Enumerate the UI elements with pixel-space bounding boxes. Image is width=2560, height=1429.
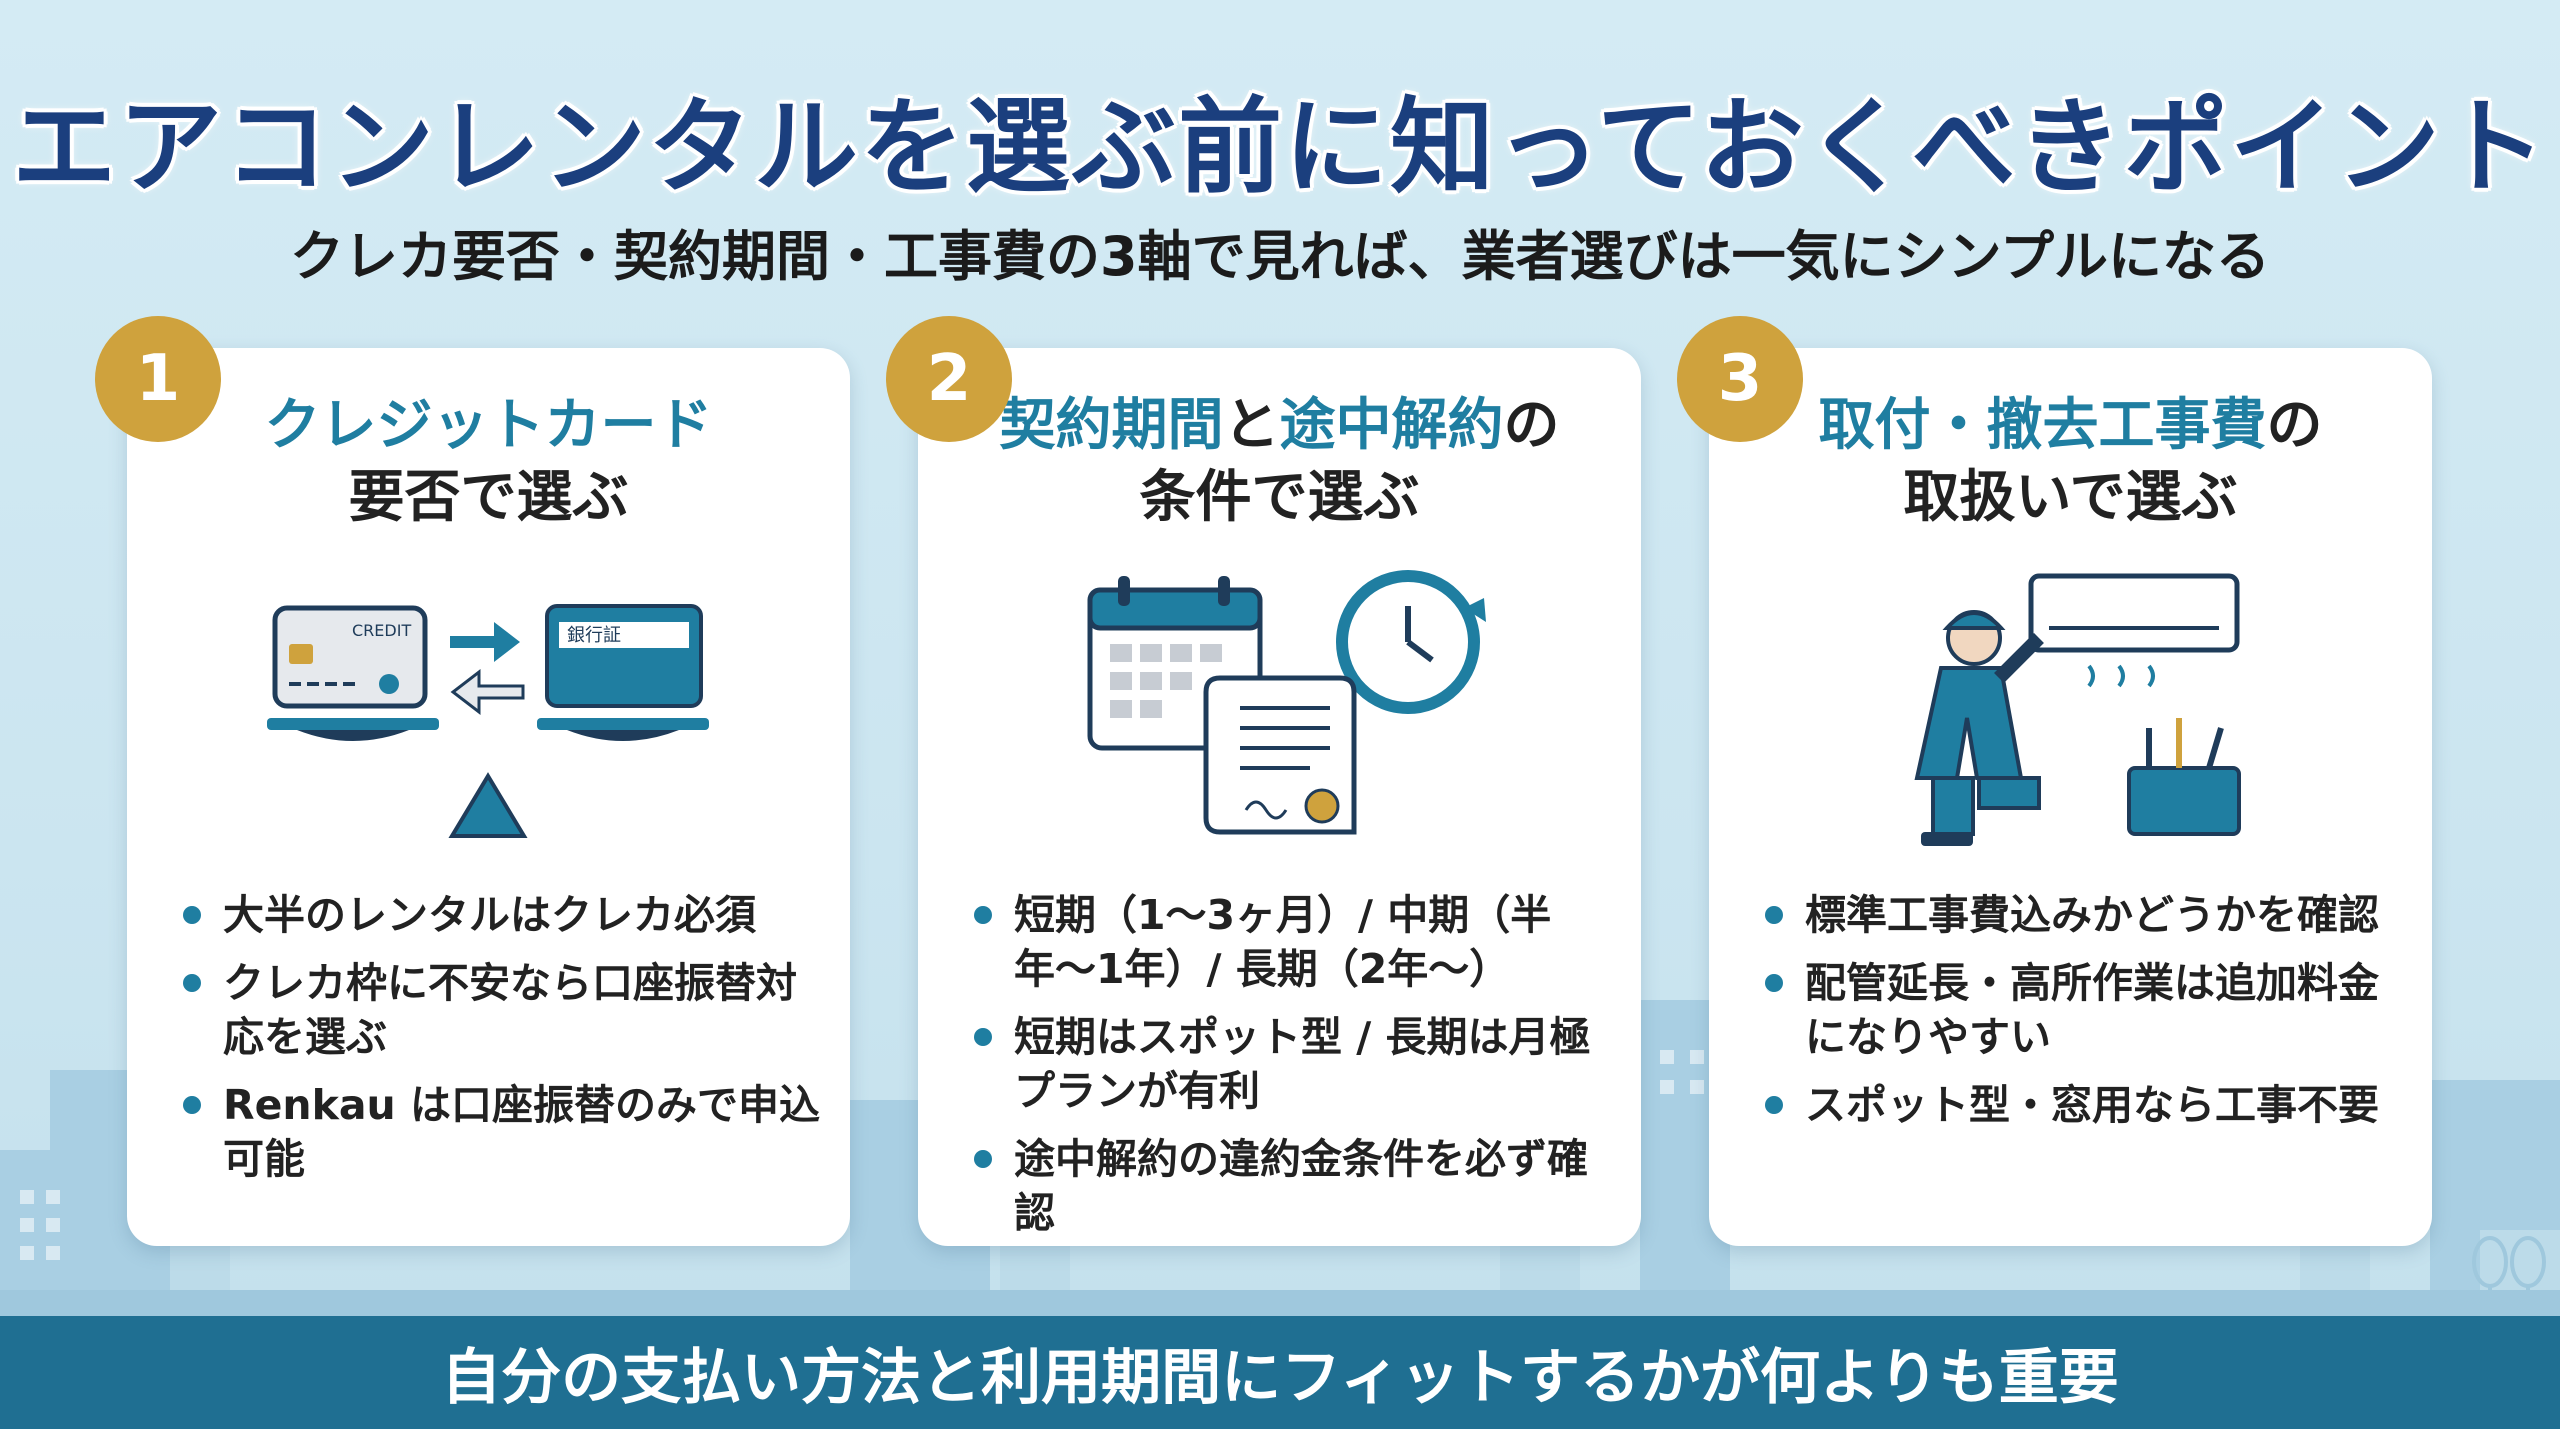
credit-card-text: CREDIT [352,621,411,640]
list-item: 標準工事費込みかどうかを確認 [1765,888,2405,942]
page-subtitle: クレカ要否・契約期間・工事費の3軸で見れば、業者選びは一気にシンプルになる [290,225,2270,288]
list-item: 短期はスポット型 / 長期は月極プランが有利 [974,1010,1614,1118]
calendar-contract-clock-icon [1087,570,1486,835]
point-card-contract: 契約期間と途中解約の 条件で選ぶ 短期（1〜3ヶ月）/ 中期（半年〜1年）/ 長… [918,348,1641,1246]
scale-card-compare-icon: CREDIT 銀行証 [267,604,709,838]
list-item: 短期（1〜3ヶ月）/ 中期（半年〜1年）/ 長期（2年〜） [974,888,1614,996]
bullet-dot-icon [974,1150,992,1168]
list-item: スポット型・窓用なら工事不要 [1765,1078,2405,1132]
point-card-credit: クレジットカード 要否で選ぶ CREDIT 銀行証 大半のレンタルはクレカ必須 … [127,348,850,1246]
bullet-dot-icon [183,906,201,924]
point-card-installation: 取付・撤去工事費の 取扱いで選ぶ 標準工事費込みかどうかを確認 配管延長・高所作… [1709,348,2432,1246]
list-item: 大半のレンタルはクレカ必須 [183,888,823,942]
card-heading: 取付・撤去工事費の 取扱いで選ぶ [1709,390,2432,534]
card-bullet-list: 標準工事費込みかどうかを確認 配管延長・高所作業は追加料金になりやすい スポット… [1765,888,2405,1146]
bullet-dot-icon [1765,974,1783,992]
bullet-dot-icon [183,1096,201,1114]
card-heading-line2: 条件で選ぶ [1139,465,1420,530]
bank-doc-text: 銀行証 [567,625,621,646]
technician-installing-ac-icon [1914,573,2241,846]
bullet-dot-icon [1765,1096,1783,1114]
card-bullet-list: 短期（1〜3ヶ月）/ 中期（半年〜1年）/ 長期（2年〜） 短期はスポット型 /… [974,888,1614,1254]
card-bullet-list: 大半のレンタルはクレカ必須 クレカ枠に不安なら口座振替対応を選ぶ Renkau … [183,888,823,1200]
list-item: 配管延長・高所作業は追加料金になりやすい [1765,956,2405,1064]
bullet-dot-icon [974,1028,992,1046]
list-item: クレカ枠に不安なら口座振替対応を選ぶ [183,956,823,1064]
card-number-badge: 1 [95,316,221,442]
card-heading-line2: 取扱いで選ぶ [1903,465,2238,530]
card-heading-highlight: クレジットカード [264,393,713,458]
card-heading: 契約期間と途中解約の 条件で選ぶ [918,390,1641,534]
bottom-banner-text: 自分の支払い方法と利用期間にフィットするかが何よりも重要 [441,1343,2119,1413]
bullet-dot-icon [974,906,992,924]
bullet-dot-icon [1765,906,1783,924]
page-title: エアコンレンタルを選ぶ前に知っておくべきポイント [12,86,2548,208]
list-item: Renkau は口座振替のみで申込可能 [183,1078,823,1186]
bullet-dot-icon [183,974,201,992]
card-heading-line2: 要否で選ぶ [348,465,629,530]
card-number-badge: 3 [1677,316,1803,442]
bottom-banner: 自分の支払い方法と利用期間にフィットするかが何よりも重要 [0,1316,2560,1429]
list-item: 途中解約の違約金条件を必ず確認 [974,1132,1614,1240]
card-number-badge: 2 [886,316,1012,442]
card-heading: クレジットカード 要否で選ぶ [127,390,850,534]
